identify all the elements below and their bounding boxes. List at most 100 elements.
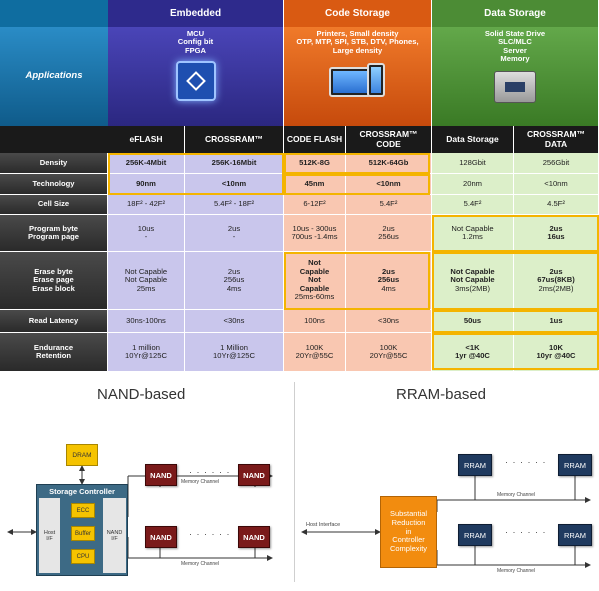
- table-cell: 512K-64Gb: [346, 153, 431, 173]
- cell-line: 30ns-100ns: [126, 315, 166, 325]
- nand-dots: · · · · · ·: [189, 467, 231, 477]
- column-header: CROSSRAM™ DATA: [514, 126, 598, 153]
- table-cell: 512K-8G: [284, 153, 345, 173]
- cell-line: 2us: [381, 266, 396, 276]
- application-line: Memory: [500, 54, 530, 64]
- table-cell: 1us: [514, 310, 598, 332]
- column-header: CROSSRAM™: [185, 126, 283, 153]
- table-cell: 10us-: [108, 215, 184, 251]
- column-header-blank: [0, 126, 108, 153]
- cell-line: 256K-4Mbit: [125, 157, 167, 167]
- cell-line: 5.4F² - 18F²: [213, 199, 255, 209]
- application-line: FPGA: [184, 45, 207, 55]
- table-cell: 4.5F²: [514, 195, 598, 214]
- cell-line: <1K: [465, 342, 480, 352]
- cell-line: Not: [308, 275, 321, 285]
- cell-line: 2us: [549, 223, 563, 233]
- cell-line: 50us: [463, 315, 482, 325]
- cell-line: 2us: [227, 266, 241, 276]
- cell-line: Program byte: [29, 223, 78, 233]
- cell-line: -: [144, 232, 148, 241]
- column-header-text: Data Storage: [446, 133, 499, 144]
- cell-line: 100K: [379, 342, 398, 352]
- cell-line: -: [232, 232, 236, 241]
- table-cell: 50us: [432, 310, 513, 332]
- host-if-line2: I/F: [46, 535, 53, 542]
- group-header-data: Data Storage: [432, 0, 598, 27]
- rram-controller-line: Reduction: [391, 518, 426, 528]
- table-cell: 90nm: [108, 174, 184, 194]
- table-cell: 5.4F² - 18F²: [185, 195, 283, 214]
- cell-line: Endurance: [33, 342, 74, 352]
- buffer-block: Buffer: [71, 526, 95, 541]
- cell-line: Retention: [35, 351, 71, 360]
- cell-line: 1us: [549, 315, 563, 325]
- cell-line: 90nm: [136, 178, 156, 188]
- cell-line: <30ns: [223, 315, 245, 325]
- column-header-text: CROSSRAM™ CODE: [359, 129, 418, 149]
- cell-line: <30ns: [378, 315, 399, 325]
- cell-line: Not Capable: [450, 266, 495, 276]
- cell-line: Technology: [32, 178, 75, 188]
- application-line: SLC/MLC: [498, 37, 532, 47]
- cell-line: 20Yr@55C: [369, 351, 408, 360]
- table-cell: 128Gbit: [432, 153, 513, 173]
- cell-line: 67us(8KB): [537, 275, 575, 285]
- cell-line: 10yr @40C: [536, 351, 576, 360]
- cell-line: 10us - 300us: [292, 223, 337, 233]
- nand-dots: · · · · · ·: [189, 529, 231, 539]
- storage-controller: Storage Controller Host I/F NAND I/F ECC…: [36, 484, 128, 576]
- cell-line: Capable: [299, 283, 330, 293]
- cell-line: <10nm: [376, 178, 401, 188]
- cell-line: 20nm: [463, 178, 482, 188]
- table-cell: 256Gbit: [514, 153, 598, 173]
- table-cell: 100ns: [284, 310, 345, 332]
- group-header-code: Code Storage: [284, 0, 431, 27]
- cell-line: Not Capable: [124, 275, 168, 285]
- ssd-label: [505, 82, 525, 93]
- table-cell: 30ns-100ns: [108, 310, 184, 332]
- dram-block: DRAM: [66, 444, 98, 466]
- cell-line: 6-12F²: [303, 199, 326, 209]
- cell-line: 5.4F²: [379, 199, 398, 209]
- ssd-icon: [494, 71, 536, 104]
- row-label: Technology: [0, 174, 107, 194]
- application-line: Large density: [332, 45, 383, 55]
- table-cell: <10nm: [346, 174, 431, 194]
- architecture-diagrams: NAND-based DRAM Storage Controller: [0, 372, 599, 591]
- cell-line: 128Gbit: [459, 157, 486, 167]
- ecc-block: ECC: [71, 503, 95, 518]
- phone-icon: [366, 63, 385, 98]
- cell-line: 3ms(2MB): [454, 283, 491, 293]
- table-cell: <10nm: [514, 174, 598, 194]
- host-interface-label: Host Interface: [306, 522, 341, 528]
- cell-line: 256us: [378, 232, 399, 241]
- row-label: Read Latency: [0, 310, 107, 332]
- applications-label-text: Applications: [25, 70, 83, 82]
- column-header-text: CROSSRAM™ DATA: [526, 129, 586, 149]
- cell-line: 512K-64Gb: [368, 157, 409, 167]
- table-cell: 45nm: [284, 174, 345, 194]
- cell-line: 100K: [305, 342, 324, 352]
- application-line: Solid State Drive: [484, 29, 546, 38]
- cell-line: 10Yr@125C: [213, 351, 255, 360]
- cell-line: Not Capable: [450, 275, 495, 285]
- cell-line: 1 Million: [220, 342, 248, 352]
- corner-cell: [0, 0, 108, 27]
- rram-chip: RRAM: [458, 454, 492, 476]
- application-line: Server: [503, 45, 527, 55]
